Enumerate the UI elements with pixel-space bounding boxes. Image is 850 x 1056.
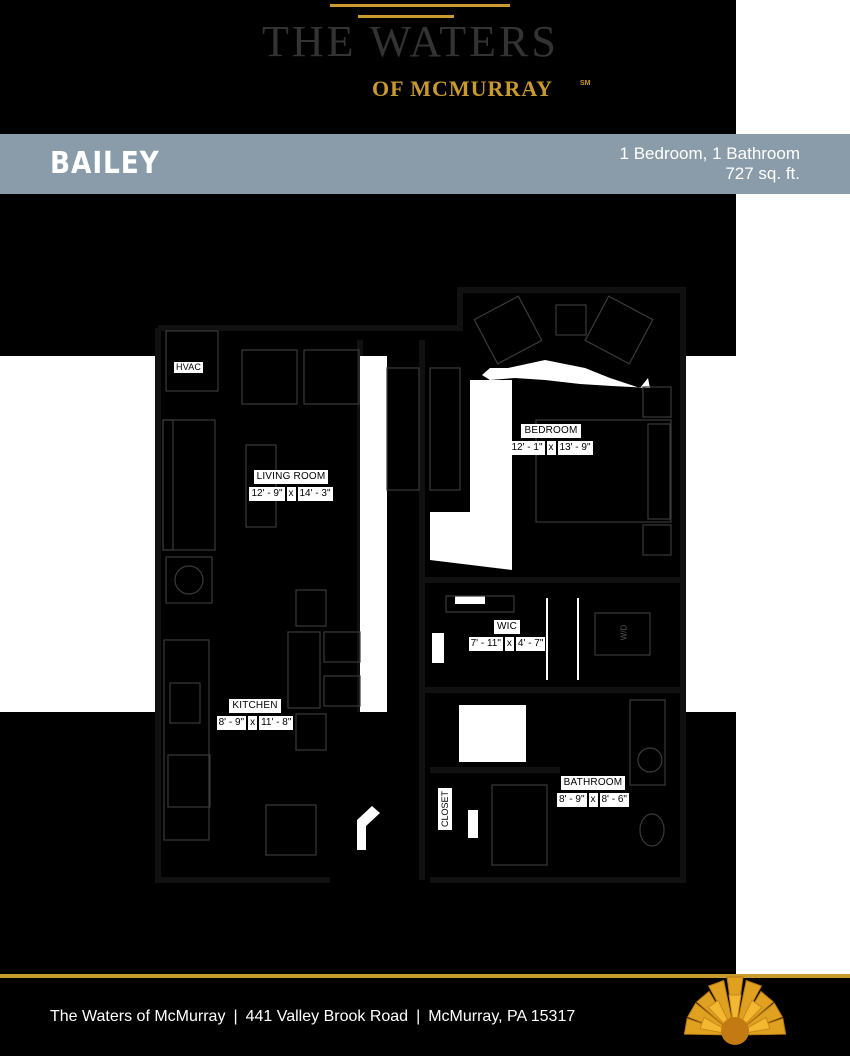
page-margin-right-band — [683, 356, 743, 712]
dining-table — [287, 631, 321, 709]
living-chair — [303, 349, 360, 405]
logo-bar — [330, 4, 510, 7]
plan-name: BAILEY — [50, 146, 160, 181]
washer-dryer — [594, 612, 651, 656]
footer-community: The Waters of McMurray — [50, 1008, 226, 1025]
dining-chair — [323, 675, 361, 707]
living-chair — [241, 349, 298, 405]
door-sill — [455, 596, 485, 604]
hvac-label: HVAC — [174, 362, 204, 373]
closet-label: CLOSET — [438, 787, 452, 830]
dining-chair — [323, 631, 361, 663]
page-margin-right — [736, 194, 850, 974]
vanity — [629, 699, 666, 786]
wall-outer-left — [155, 287, 686, 883]
kitchen-sink — [169, 682, 201, 724]
washer-dryer-label: W/D — [619, 624, 629, 641]
bedroom-chair — [473, 295, 543, 365]
wic-shelf — [445, 595, 515, 613]
flower-image — [683, 976, 787, 1045]
footer-separator: | — [233, 1008, 238, 1025]
refrigerator — [265, 804, 317, 856]
bedroom-chair — [584, 295, 654, 365]
room-dimensions: 12' - 1" x 13' - 9" — [509, 441, 593, 455]
petal — [728, 994, 742, 1036]
nightstand — [642, 386, 672, 418]
room-dimensions: 8' - 9" x 8' - 6" — [557, 793, 629, 807]
kitchen-label: KITCHEN 8' - 9" x 11' - 8" — [210, 699, 300, 730]
hallway — [357, 356, 650, 850]
nightstand — [642, 524, 672, 556]
brand-logo: THE WATERS OF MCMURRAY SM — [250, 0, 600, 110]
side-table — [165, 556, 213, 604]
room-dimensions: 7' - 11" x 4' - 7" — [468, 637, 546, 651]
bed-window-sill — [482, 360, 650, 388]
page-margin-left-band — [0, 356, 155, 712]
dining-chair — [295, 713, 327, 751]
tv-console — [386, 367, 420, 491]
logo-bar — [358, 15, 454, 18]
wic-opening — [432, 633, 444, 663]
bedroom-label: BEDROOM 12' - 1" x 13' - 9" — [506, 424, 596, 455]
wic-label: WIC 7' - 11" x 4' - 7" — [462, 620, 552, 651]
door-swings — [546, 598, 579, 680]
room-name: LIVING ROOM — [253, 470, 329, 484]
coffee-table — [245, 444, 277, 528]
page-margin-right-top — [736, 0, 850, 134]
footer-address: The Waters of McMurray | 441 Valley Brook … — [50, 1008, 575, 1026]
sofa-back — [162, 419, 174, 551]
room-dimensions: 8' - 9" x 11' - 8" — [216, 716, 294, 730]
floor-fill — [155, 285, 683, 885]
bathroom-sink — [637, 747, 663, 773]
flower-center — [721, 1017, 749, 1045]
room-name: WIC — [493, 620, 521, 634]
bed-headboard — [647, 423, 671, 520]
closet-opening — [468, 810, 478, 838]
kitchen-counter — [163, 639, 210, 841]
bed — [535, 419, 672, 523]
hall-strip — [360, 356, 387, 712]
bathtub — [491, 784, 548, 866]
flower-petals — [683, 976, 787, 1045]
dining-chair — [295, 589, 327, 627]
furniture — [162, 295, 672, 866]
floor-left — [155, 325, 387, 885]
ceiling-fan — [174, 565, 204, 595]
footer-gold-line — [0, 974, 850, 978]
room-name: BATHROOM — [560, 776, 626, 790]
entry-opening — [357, 806, 380, 850]
footer-separator: | — [416, 1008, 421, 1025]
stove — [167, 754, 211, 808]
hall-opening — [430, 380, 512, 570]
room-dimensions: 12' - 9" x 14' - 3" — [249, 487, 333, 501]
floor-hall — [385, 330, 425, 885]
room-name: KITCHEN — [229, 699, 281, 713]
plan-area: 727 sq. ft. — [725, 164, 800, 183]
living-room-label: LIVING ROOM 12' - 9" x 14' - 3" — [246, 470, 336, 501]
bath-opening — [459, 705, 526, 762]
service-mark: SM — [580, 80, 591, 87]
toilet — [639, 813, 665, 847]
room-name: BEDROOM — [521, 424, 581, 438]
hvac-unit — [165, 330, 219, 392]
brand-subname: OF MCMURRAY — [372, 76, 554, 101]
side-table — [555, 304, 587, 336]
bathroom-label: BATHROOM 8' - 9" x 8' - 6" — [548, 776, 638, 807]
plan-info: 1 Bedroom, 1 Bathroom 727 sq. ft. — [620, 144, 800, 184]
tv-console — [429, 367, 461, 491]
footer-street: 441 Valley Brook Road — [245, 1008, 409, 1025]
plan-header-band — [0, 134, 850, 194]
plan-beds-baths: 1 Bedroom, 1 Bathroom — [619, 144, 800, 163]
footer-city: McMurray, PA 15317 — [428, 1008, 576, 1025]
brand-name: THE WATERS — [262, 17, 559, 66]
